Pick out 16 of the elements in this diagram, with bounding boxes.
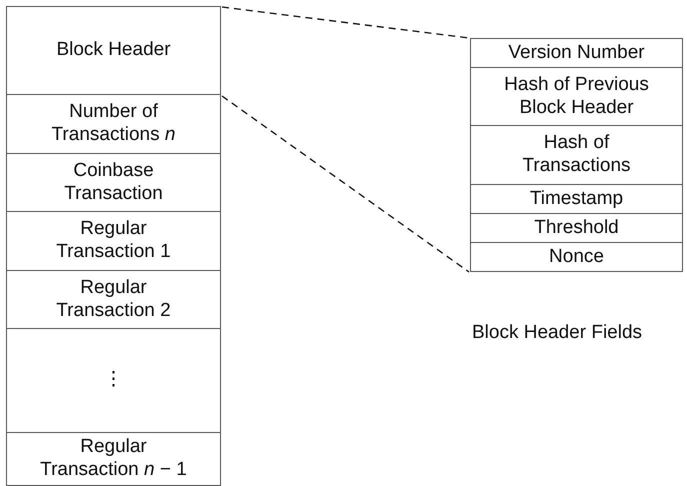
block-cell: ⋮ xyxy=(6,328,221,433)
dashed-connector xyxy=(222,95,470,273)
field-cell: Hash of Previous Block Header xyxy=(470,67,683,126)
block-cell: Block Header xyxy=(6,6,221,95)
field-cell: Threshold xyxy=(470,213,683,243)
field-cell: Nonce xyxy=(470,242,683,272)
block-cell: Regular Transaction n − 1 xyxy=(6,432,221,486)
dashed-connector xyxy=(222,6,470,39)
block-cell: Coinbase Transaction xyxy=(6,153,221,212)
figure-caption: Block Header Fields xyxy=(472,322,642,344)
field-cell: Version Number xyxy=(470,38,683,68)
field-cell: Hash of Transactions xyxy=(470,125,683,185)
block-cell: Number of Transactions n xyxy=(6,94,221,154)
field-cell: Timestamp xyxy=(470,184,683,214)
block-cell: Regular Transaction 2 xyxy=(6,270,221,329)
block-cell: Regular Transaction 1 xyxy=(6,211,221,271)
